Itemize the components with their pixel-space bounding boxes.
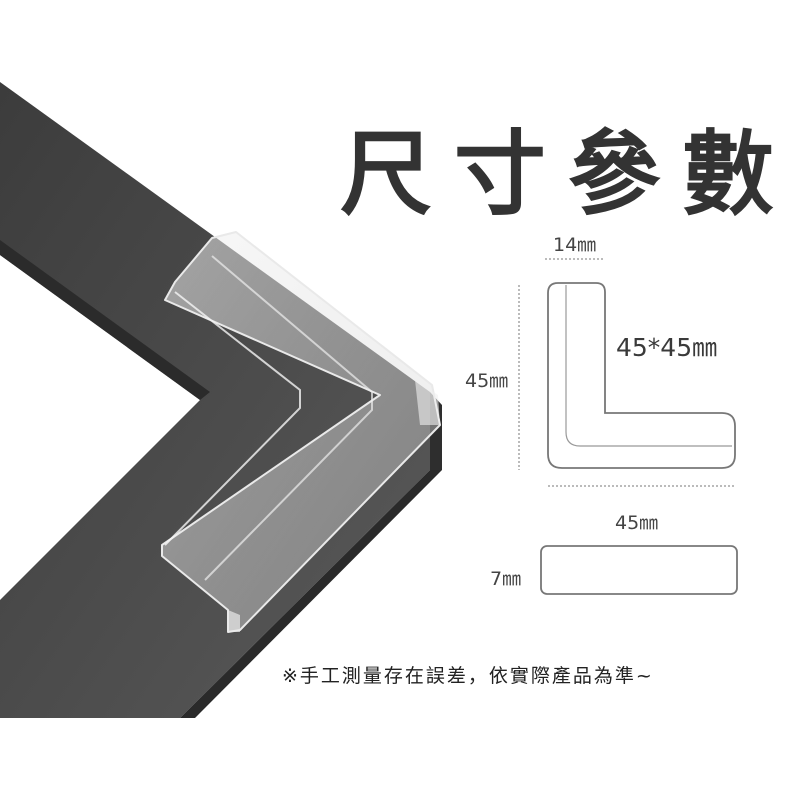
frame-bottom-edge	[180, 470, 442, 718]
height-left-label: 45㎜	[465, 370, 509, 392]
width-top-label: 14㎜	[553, 234, 597, 256]
frame-inner-edge	[0, 240, 210, 400]
width-bottom-label: 45㎜	[615, 512, 659, 534]
size-label: 45*45㎜	[616, 333, 718, 362]
frame-corner	[0, 82, 430, 718]
frame-opening	[0, 255, 200, 600]
page-title: 尺寸參數	[340, 121, 797, 228]
thickness-label: 7㎜	[490, 568, 522, 590]
measurement-note: ※手工測量存在誤差，依實際產品為準~	[282, 665, 654, 687]
corner-guard	[161, 231, 441, 633]
